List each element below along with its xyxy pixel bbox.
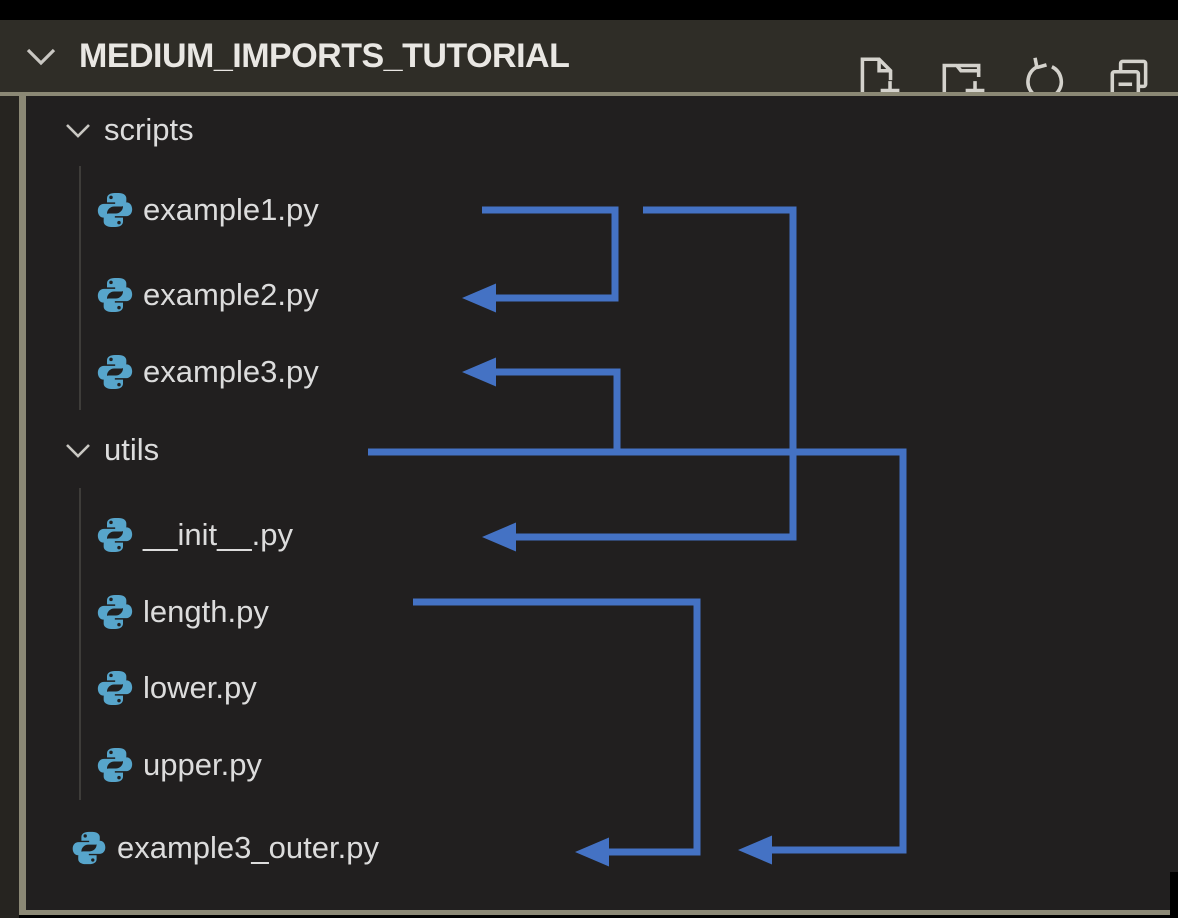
panel-border-left bbox=[19, 96, 26, 915]
file-row-lower-py[interactable]: lower.py bbox=[95, 664, 257, 712]
python-icon bbox=[95, 513, 135, 557]
python-icon bbox=[95, 590, 135, 634]
file-name: lower.py bbox=[143, 670, 257, 705]
python-icon bbox=[95, 743, 135, 787]
python-icon bbox=[95, 188, 135, 232]
file-row-example2-py[interactable]: example2.py bbox=[95, 271, 319, 319]
folder-row-scripts[interactable]: scripts bbox=[64, 106, 194, 154]
indent-guide bbox=[79, 166, 81, 410]
python-icon bbox=[95, 350, 135, 394]
project-title: MEDIUM_IMPORTS_TUTORIAL bbox=[79, 37, 570, 75]
file-row-length-py[interactable]: length.py bbox=[95, 588, 269, 636]
file-row-__init__-py[interactable]: __init__.py bbox=[95, 511, 293, 559]
file-row-example3-py[interactable]: example3.py bbox=[95, 348, 319, 396]
file-name: example1.py bbox=[143, 192, 319, 227]
file-name: length.py bbox=[143, 594, 269, 629]
header-divider bbox=[0, 92, 1178, 96]
file-name: example2.py bbox=[143, 277, 319, 312]
python-icon bbox=[95, 666, 135, 710]
folder-name: utils bbox=[104, 432, 160, 467]
panel-border-bottom bbox=[19, 910, 1170, 915]
chevron-down-icon bbox=[24, 41, 58, 71]
file-name: __init__.py bbox=[143, 517, 293, 552]
folder-name: scripts bbox=[104, 112, 194, 147]
folder-row-utils[interactable]: utils bbox=[64, 426, 159, 474]
file-name: example3.py bbox=[143, 354, 319, 389]
corner-notch bbox=[1170, 872, 1178, 918]
chevron-down-icon bbox=[64, 440, 92, 460]
window-edge bbox=[0, 96, 19, 918]
python-icon bbox=[70, 827, 108, 869]
file-row-example1-py[interactable]: example1.py bbox=[95, 186, 319, 234]
file-row-upper-py[interactable]: upper.py bbox=[95, 741, 262, 789]
file-name: upper.py bbox=[143, 747, 262, 782]
chevron-down-icon bbox=[64, 120, 92, 140]
python-icon bbox=[95, 273, 135, 317]
indent-guide bbox=[79, 488, 81, 800]
file-name: example3_outer.py bbox=[117, 830, 379, 865]
explorer-section-header[interactable]: MEDIUM_IMPORTS_TUTORIAL bbox=[0, 20, 1178, 101]
file-row-example3_outer-py[interactable]: example3_outer.py bbox=[70, 824, 379, 872]
